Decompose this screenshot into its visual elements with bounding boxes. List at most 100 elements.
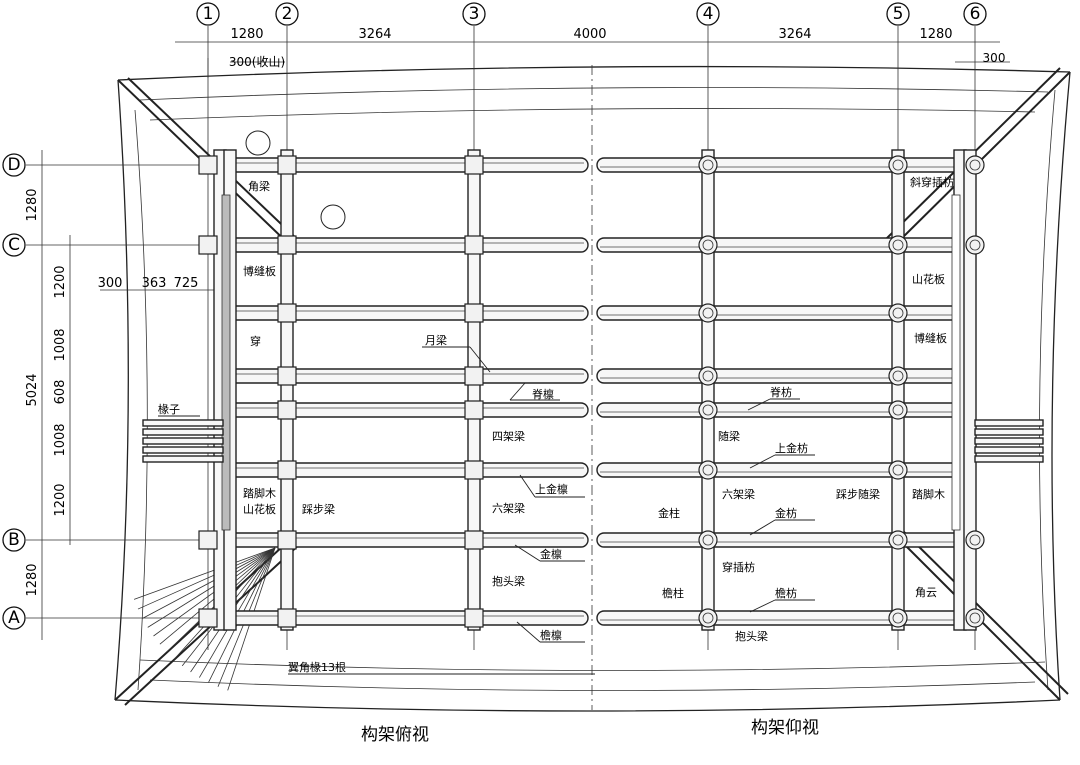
axis-label-A: A: [8, 608, 20, 628]
labels-center-right: 脊枋 随梁 上金枋 六架梁 金柱 金枋 穿插枋 檐柱 檐枋 抱头梁: [658, 385, 808, 643]
column-block-6: [277, 530, 297, 550]
axis-marker-6: [963, 2, 987, 26]
column-core-31: [702, 370, 714, 382]
axis-marker-1: [196, 2, 220, 26]
dim-left-row-3: 725: [174, 276, 199, 291]
column-core-12: [702, 159, 714, 171]
vbeam-5: [891, 149, 905, 631]
beam-right-2: [596, 305, 973, 321]
column-block-5: [277, 235, 297, 255]
column-round-30: [888, 366, 908, 386]
beam-right-4: [596, 402, 973, 418]
dim-left-outer-1: 1280: [25, 188, 40, 221]
column-block-9: [464, 235, 484, 255]
label-chuanchafang: 穿插枋: [722, 560, 755, 574]
dim-top-left-small: 300(收山): [229, 55, 285, 69]
top-dimensions: 1280 3264 4000 3264 1280 300(收山) 300: [175, 27, 1010, 78]
detail-circle-2: [320, 204, 346, 230]
label-jinlin: 金檩: [540, 547, 562, 561]
axis-label-B: B: [8, 530, 20, 550]
dim-top-2: 3264: [358, 27, 391, 42]
bofeng-board-right: [951, 194, 961, 531]
column-round-31: [698, 366, 718, 386]
label-yueliang: 月梁: [425, 333, 447, 347]
labels-center-left: 月梁 脊檩 四架梁 上金檩 六架梁 金檩 抱头梁 檐檩: [425, 333, 568, 642]
fan-rafter-1: [137, 547, 276, 610]
axis-marker-5: [886, 2, 910, 26]
column-core-15: [702, 612, 714, 624]
label-yiaochuan: 翼角椽13根: [288, 660, 346, 674]
label-tajiaomu-left: 踏脚木: [243, 486, 276, 500]
column-round-22: [965, 530, 985, 550]
beam-right-1: [596, 237, 973, 253]
axis-marker-D: [2, 153, 26, 177]
column-block-2: [198, 530, 218, 550]
label-yanzhu: 檐柱: [662, 586, 684, 600]
dim-left-inner-1: 1200: [53, 265, 68, 298]
rafter-stub-right-2: [974, 437, 1044, 445]
dim-left-outer-2: 5024: [25, 373, 40, 406]
dim-left-outer-3: 1280: [25, 563, 40, 596]
labels-right: 斜穿插枋 山花板 博缝板 踩步随梁 踏脚木 角云: [836, 175, 954, 599]
column-block-10: [464, 530, 484, 550]
column-block-8: [464, 155, 484, 175]
leader-lines: [158, 346, 815, 675]
column-core-22: [969, 534, 981, 546]
dim-top-5: 1280: [919, 27, 952, 42]
label-jiaoyun: 角云: [915, 586, 937, 599]
label-bofengban-left: 博缝板: [243, 264, 276, 278]
column-round-27: [698, 303, 718, 323]
label-baotouliang-right: 抱头梁: [735, 629, 768, 643]
column-core-30: [892, 370, 904, 382]
column-round-26: [888, 303, 908, 323]
column-core-27: [702, 307, 714, 319]
beam-right-6: [596, 532, 973, 548]
axis-label-1: 1: [203, 4, 214, 24]
column-block-28: [277, 366, 297, 386]
dim-left-inner-4: 1008: [53, 423, 68, 456]
dim-top-3: 4000: [573, 27, 606, 42]
column-core-20: [969, 159, 981, 171]
label-baotouliang-left: 抱头梁: [492, 574, 525, 588]
title-plan-bottom-view: 构架仰视: [751, 718, 819, 738]
axis-marker-C: [2, 233, 26, 257]
column-round-16: [888, 155, 908, 175]
column-round-38: [888, 460, 908, 480]
label-liujialiang-right: 六架梁: [722, 487, 755, 501]
column-core-14: [702, 534, 714, 546]
label-bofengban-right: 博缝板: [914, 331, 947, 345]
column-core-13: [702, 239, 714, 251]
axis-label-6: 6: [970, 4, 981, 24]
dim-left-inner-2: 1008: [53, 328, 68, 361]
beam-right-5: [596, 462, 973, 478]
fan-rafter-0: [133, 547, 276, 600]
column-round-34: [888, 400, 908, 420]
rafter-stub-right-4: [974, 455, 1044, 463]
column-round-39: [698, 460, 718, 480]
axis-marker-A: [2, 606, 26, 630]
vertical-beams: [213, 149, 977, 631]
rafter-stub-left-0: [142, 419, 224, 427]
column-core-26: [892, 307, 904, 319]
rafter-stub-left-4: [142, 455, 224, 463]
dim-left-inner-3: 608: [53, 380, 68, 405]
vbeam-3: [467, 149, 481, 631]
rafter-stub-left-2: [142, 437, 224, 445]
column-round-19: [888, 608, 908, 628]
column-core-35: [702, 404, 714, 416]
label-sijialiang: 四架梁: [492, 429, 525, 443]
label-tajiaomu-right: 踏脚木: [912, 487, 945, 501]
column-block-33: [464, 400, 484, 420]
label-jifang: 脊枋: [770, 385, 792, 399]
beam-right-0: [596, 157, 973, 173]
rafter-stubs: [142, 419, 1044, 463]
dim-top-right-small: 300: [983, 51, 1006, 65]
rafter-stub-right-0: [974, 419, 1044, 427]
rafter-stub-left-3: [142, 446, 224, 454]
fan-rafter-3: [147, 547, 276, 628]
beam-right-3: [596, 368, 973, 384]
label-jinzhu: 金柱: [658, 506, 680, 520]
dim-left-inner-5: 1200: [53, 483, 68, 516]
column-block-4: [277, 155, 297, 175]
